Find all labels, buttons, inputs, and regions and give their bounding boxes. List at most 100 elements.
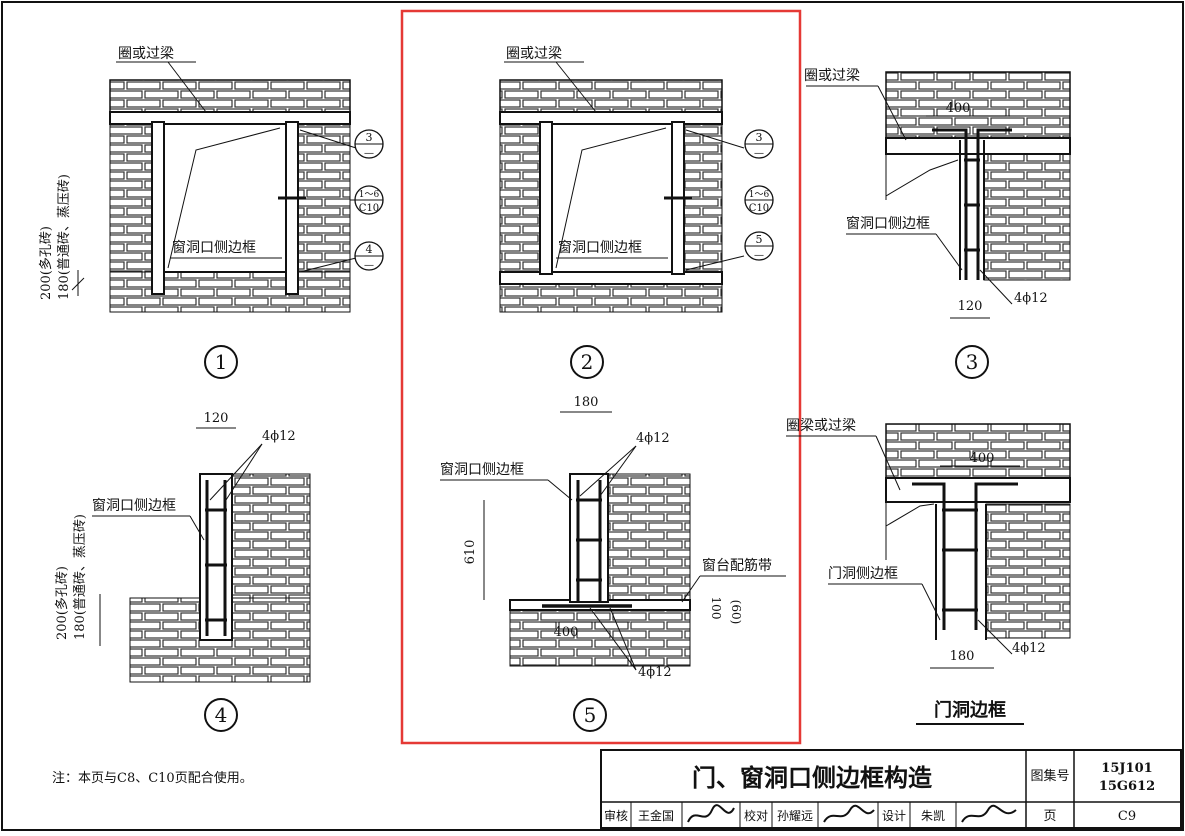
leader xyxy=(977,619,1013,655)
figure-number: 4 xyxy=(215,703,228,727)
leader xyxy=(685,255,745,271)
leader xyxy=(547,479,573,501)
svg-text:3: 3 xyxy=(756,131,763,144)
lintel-wall xyxy=(499,79,723,115)
note-text: 注：本页与C8、C10页配合使用。 xyxy=(52,770,253,786)
door-frame-title: 门洞边框 xyxy=(934,699,1006,721)
dim-120: 120 xyxy=(958,299,983,314)
leader xyxy=(589,607,637,671)
sill-band xyxy=(499,271,723,285)
ring-or-lintel-label: 圈或过梁 xyxy=(506,46,562,62)
brick-wall-right xyxy=(985,503,1071,639)
dim-180: 180 xyxy=(574,395,599,410)
callout-c10[interactable]: 1～6 C10 xyxy=(744,185,774,215)
brick-sill xyxy=(109,271,351,313)
rebar-label: 4ϕ12 xyxy=(1014,291,1048,306)
dim-100: 100 xyxy=(709,597,723,620)
leader xyxy=(225,443,263,501)
door-frame-sketch xyxy=(885,503,935,527)
window-side-frame-label: 窗洞口侧边框 xyxy=(440,461,524,478)
window-side-frame-label: 窗洞口侧边框 xyxy=(172,239,256,256)
brick-sill xyxy=(499,281,723,313)
reviewer-name: 王金国 xyxy=(638,808,674,823)
window-frame-sketch xyxy=(167,127,281,269)
svg-text:180(普通砖、蒸压砖): 180(普通砖、蒸压砖) xyxy=(73,514,88,640)
leader xyxy=(935,233,963,271)
page-label: 页 xyxy=(1043,809,1056,824)
figure-number-circle xyxy=(204,345,238,379)
figure-2: 圈或过梁 窗洞口侧边框 2 xyxy=(400,9,802,745)
leader xyxy=(979,269,1013,305)
svg-text:—: — xyxy=(754,148,764,159)
dim-120: 120 xyxy=(204,411,229,426)
side-frame-left xyxy=(151,121,165,295)
dim-180: 180 xyxy=(950,649,975,664)
door-frame-detail: 圈梁或过梁 400 门洞侧边框 180 4ϕ12 门洞边框 xyxy=(786,418,1071,725)
figure-3: 圈或过梁 400 窗洞口侧边框 120 4ϕ12 3 xyxy=(804,68,1071,379)
ring-beam-or-lintel-label: 圈梁或过梁 xyxy=(786,418,856,434)
brick-wall-right xyxy=(983,151,1071,281)
dim-400: 400 xyxy=(554,625,579,640)
svg-text:—: — xyxy=(364,260,374,271)
window-frame-sketch xyxy=(885,159,959,197)
figure-number-circle xyxy=(955,345,989,379)
ring-or-lintel-label: 圈或过梁 xyxy=(118,46,174,62)
leader xyxy=(579,445,637,497)
svg-text:200(多孔砖): 200(多孔砖) xyxy=(54,566,70,640)
leader xyxy=(599,445,637,497)
callout-c10[interactable]: 1～6 C10 xyxy=(354,185,384,215)
leader xyxy=(209,443,263,501)
callout-5[interactable]: 5 — xyxy=(744,231,774,261)
leader xyxy=(167,61,207,113)
figure-number: 3 xyxy=(966,350,979,374)
title-block: 门、窗洞口侧边框构造 图集号 15J101 15G612 审核 王金国 校对 孙… xyxy=(600,749,1182,829)
leader xyxy=(921,583,941,621)
side-frame-right xyxy=(285,121,299,295)
checker-signature xyxy=(823,804,875,823)
lintel-beam xyxy=(499,111,723,125)
rebar-label: 4ϕ12 xyxy=(262,429,296,444)
dim-400: 400 xyxy=(970,451,995,466)
window-frame-sketch xyxy=(555,127,667,269)
door-side-frame-label: 门洞侧边框 xyxy=(828,566,898,582)
figure-number-circle xyxy=(573,698,607,732)
reviewer-signature xyxy=(687,804,735,823)
svg-text:—: — xyxy=(754,250,764,261)
dim-610: 610 xyxy=(463,540,478,565)
leader xyxy=(875,435,901,491)
leader xyxy=(189,515,205,541)
checker-name: 孙耀远 xyxy=(777,809,813,823)
window-side-frame-label: 窗洞口侧边框 xyxy=(92,497,176,514)
figure-number: 5 xyxy=(584,703,597,727)
figure-number-circle xyxy=(204,698,238,732)
ring-or-lintel-label: 圈或过梁 xyxy=(804,68,860,84)
figure-1: 圈或过梁 窗洞口侧边框 1 xyxy=(109,46,357,379)
rebar-label: 4ϕ12 xyxy=(636,431,670,446)
figure-number-circle xyxy=(570,345,604,379)
rebar xyxy=(932,128,968,280)
svg-text:1～6: 1～6 xyxy=(359,190,380,200)
svg-text:—: — xyxy=(364,148,374,159)
wall-thickness-note: 200(多孔砖) 180(普通砖、蒸压砖) xyxy=(54,514,88,640)
leader xyxy=(609,607,637,671)
callout-3[interactable]: 3 — xyxy=(744,129,774,159)
atlas-label: 图集号 xyxy=(1030,768,1069,784)
side-frame-left xyxy=(539,121,553,275)
rebar xyxy=(976,128,1012,280)
page-number: C9 xyxy=(1118,809,1136,824)
side-frame xyxy=(199,473,233,641)
sill-rebar-band-label: 窗台配筋带 xyxy=(702,557,772,574)
atlas-number-2: 15G612 xyxy=(1099,779,1155,794)
highlight-box xyxy=(400,9,802,745)
callout-4[interactable]: 4 — xyxy=(354,241,384,271)
brick-wall-right xyxy=(297,121,351,295)
lintel-wall xyxy=(885,423,1071,481)
window-side-frame-label: 窗洞口侧边框 xyxy=(558,239,642,256)
figure-number: 2 xyxy=(581,350,594,374)
rebar xyxy=(912,482,946,630)
figure-4: 120 4ϕ12 窗洞口侧边框 4 xyxy=(92,411,311,732)
callout-3[interactable]: 3 — xyxy=(354,129,384,159)
designer-name: 朱凯 xyxy=(921,809,945,823)
svg-text:5: 5 xyxy=(756,233,763,246)
